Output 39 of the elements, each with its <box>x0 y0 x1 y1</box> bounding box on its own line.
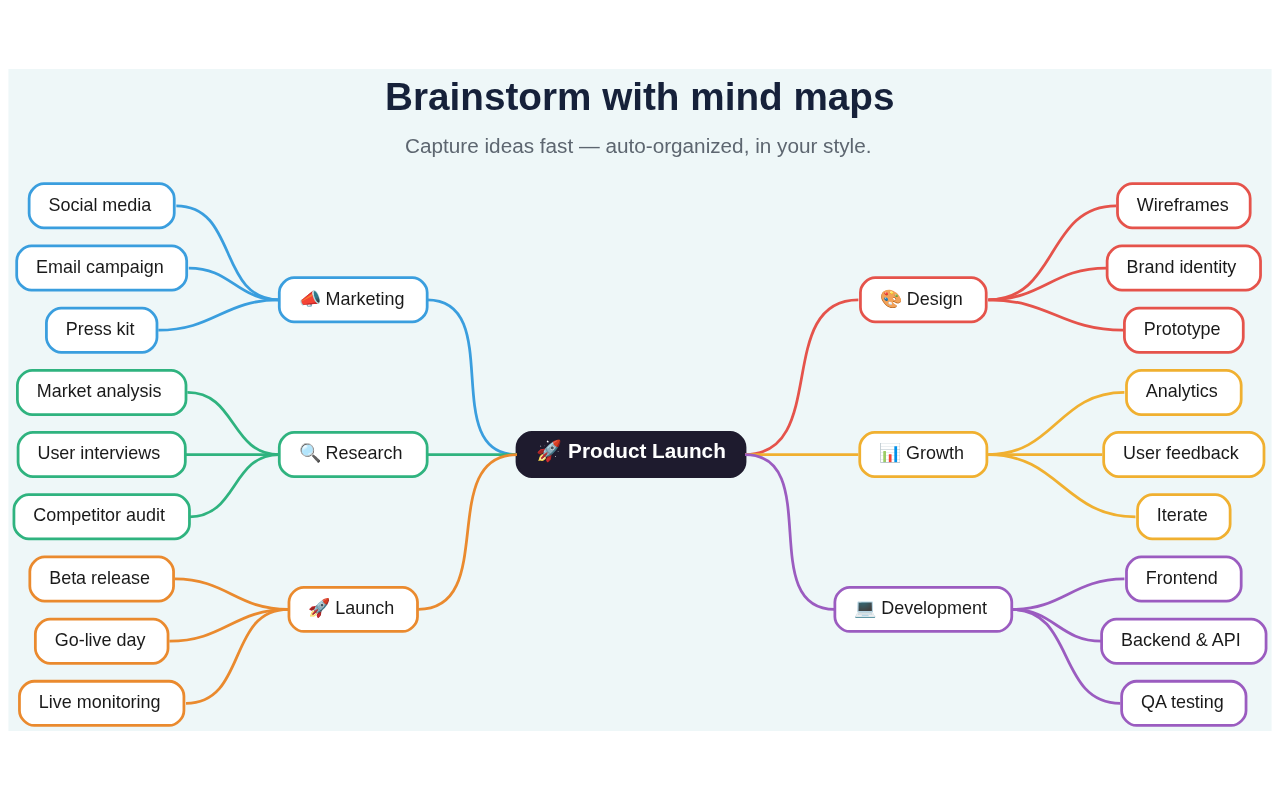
connector <box>988 298 1124 332</box>
connector <box>185 608 289 705</box>
node-box: Live monitoring <box>18 679 186 727</box>
connector <box>417 453 518 611</box>
node-box: 📣 Marketing <box>277 276 429 324</box>
connector <box>158 298 280 332</box>
node-box: Press kit <box>45 306 159 354</box>
node-box: Email campaign <box>15 244 189 292</box>
node-box: 🎨 Design <box>859 276 988 324</box>
node-box: 💻 Development <box>833 585 1014 633</box>
node-box: 📊 Growth <box>858 431 989 479</box>
connector <box>988 204 1117 302</box>
node-box: Iterate <box>1136 493 1232 541</box>
node-box: Backend & API <box>1100 617 1268 665</box>
node-box: User feedback <box>1102 431 1266 479</box>
node-box: Frontend <box>1125 555 1243 603</box>
node-box: Wireframes <box>1116 182 1252 230</box>
connector <box>988 453 1136 519</box>
node-box: Social media <box>27 182 176 230</box>
diagram-title: Brainstorm with mind maps <box>385 74 895 118</box>
node-box: Beta release <box>28 555 175 603</box>
node-box: 🚀 Product Launch <box>515 431 747 479</box>
node-box: User interviews <box>16 431 187 479</box>
node-box: QA testing <box>1120 679 1248 727</box>
connector <box>1011 608 1121 705</box>
connector <box>744 453 836 611</box>
connector <box>188 266 280 302</box>
caption: Capture ideas fast — auto-organized, in your style. <box>405 134 872 158</box>
node-box: Analytics <box>1125 368 1243 416</box>
node-box: 🚀 Launch <box>287 585 419 633</box>
node-box: Go-live day <box>33 617 170 665</box>
node-box: Prototype <box>1123 306 1245 354</box>
node-box: Brand identity <box>1105 244 1262 292</box>
node-box: Competitor audit <box>12 493 191 541</box>
node-box: 🔍 Research <box>277 431 429 479</box>
connector <box>988 266 1107 302</box>
connector <box>189 453 280 519</box>
node-box: Market analysis <box>16 368 188 416</box>
connector <box>176 204 280 302</box>
